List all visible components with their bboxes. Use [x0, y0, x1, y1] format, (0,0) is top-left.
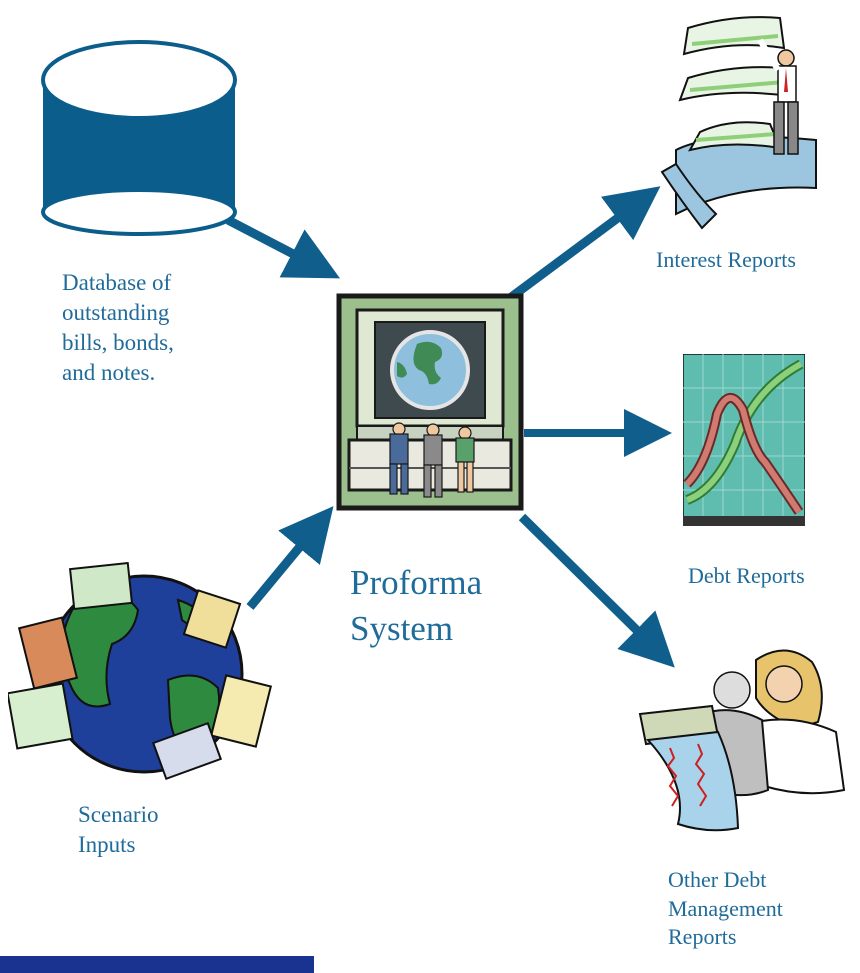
footer-bar [0, 956, 314, 973]
globe-with-money-icon [8, 561, 273, 781]
interest-label: Interest Reports [656, 247, 796, 272]
other-label: Other Debt Management Reports [668, 867, 783, 950]
arrow-database-to-center [225, 216, 340, 279]
printout-with-man-icon [660, 16, 817, 230]
monitor-with-people-icon [336, 293, 524, 511]
debt-label: Debt Reports [688, 563, 805, 588]
arrow-center-to-other [518, 513, 675, 668]
database-cylinder-icon [41, 40, 237, 236]
database-label: Database of outstanding bills, bonds, an… [62, 270, 174, 385]
arrow-scenario-to-center [246, 506, 334, 610]
scenario-label: Scenario Inputs [78, 802, 159, 857]
line-chart-icon [683, 354, 805, 526]
people-reading-printout-icon [638, 649, 846, 832]
arrow-center-to-interest [507, 186, 661, 302]
center-label: Proforma System [350, 563, 483, 648]
